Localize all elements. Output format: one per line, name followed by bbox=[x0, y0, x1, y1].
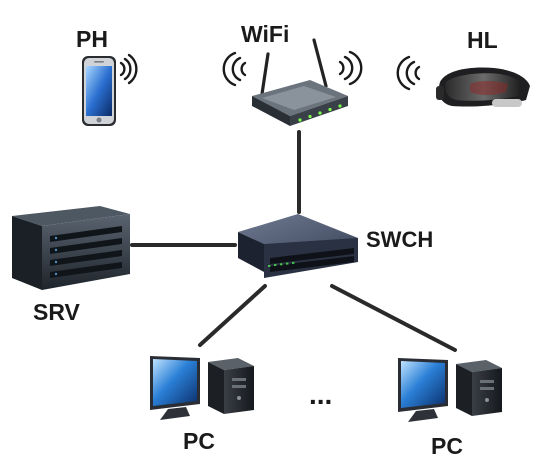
link-switch-pc-right bbox=[330, 284, 457, 352]
pc-right-label: PC bbox=[431, 433, 463, 459]
router-signal-right-icon bbox=[338, 50, 363, 86]
network-switch-icon bbox=[238, 214, 358, 278]
wifi-router-icon bbox=[252, 38, 348, 126]
link-switch-pc-left bbox=[198, 284, 267, 347]
headset-signal-icon bbox=[396, 55, 421, 91]
switch-label: SWCH bbox=[366, 227, 433, 252]
smartphone-icon bbox=[82, 56, 116, 126]
desktop-pc-icon bbox=[150, 356, 254, 420]
server-icon bbox=[12, 206, 130, 290]
desktop-pc-icon bbox=[398, 358, 502, 422]
router-signal-left-icon bbox=[222, 51, 247, 87]
connections bbox=[130, 130, 457, 352]
server-label: SRV bbox=[33, 299, 81, 325]
wifi-label: WiFi bbox=[241, 21, 289, 47]
phone-signal-icon bbox=[119, 53, 138, 85]
vr-headset-icon bbox=[436, 67, 530, 107]
phone-label: PH bbox=[76, 26, 108, 52]
ellipsis: ... bbox=[309, 379, 332, 410]
pc-left-label: PC bbox=[183, 428, 215, 454]
switch-ports bbox=[270, 248, 354, 272]
headset-label: HL bbox=[467, 27, 498, 53]
